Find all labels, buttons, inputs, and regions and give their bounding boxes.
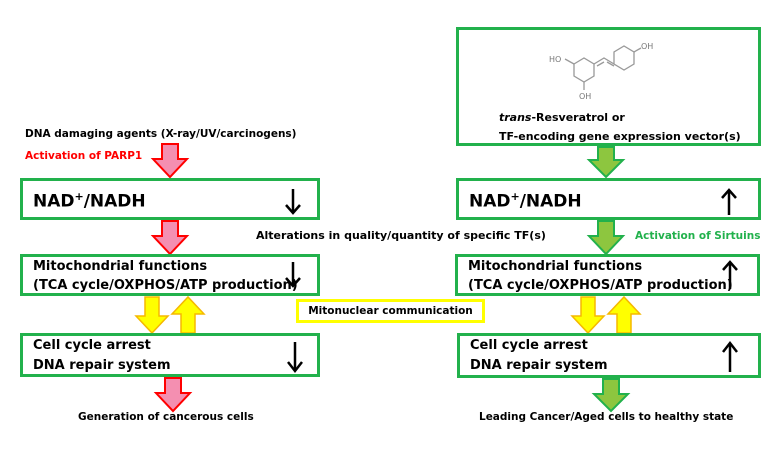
right-input-box: HO OH OH trans-Resveratrol or TF-encodin… <box>456 27 761 146</box>
up-arrow-icon <box>722 340 738 372</box>
green-down-arrow-3 <box>591 378 631 413</box>
green-down-arrow-2 <box>586 220 626 256</box>
up-arrow-icon <box>721 188 737 215</box>
nad-rest: /NADH <box>83 191 146 212</box>
nad-main: NAD <box>469 191 511 212</box>
nad-rest: /NADH <box>519 191 582 212</box>
right-cell-box: Cell cycle arrest DNA repair system <box>457 333 761 378</box>
left-outcome-label: Generation of cancerous cells <box>78 411 254 423</box>
mitonuclear-box: Mitonuclear communication <box>296 299 485 323</box>
red-down-arrow-3 <box>153 377 193 413</box>
nad-sup: + <box>74 190 84 203</box>
tf-alterations-label: Alterations in quality/quantity of speci… <box>256 229 546 242</box>
resveratrol-structure-icon: HO OH OH <box>549 42 653 101</box>
left-nad-text: NAD+/NADH <box>33 190 146 212</box>
activation-sirtuins-label: Activation of Sirtuins <box>635 230 761 242</box>
left-cell-line2: DNA repair system <box>33 358 171 373</box>
down-arrow-icon <box>287 342 303 374</box>
left-mito-line1: Mitochondrial functions <box>33 259 208 274</box>
trans-italic: trans <box>499 111 532 124</box>
right-mito-line1: Mitochondrial functions <box>468 259 643 274</box>
oh-bottom-label: OH <box>579 92 591 101</box>
tf-vector-label: TF-encoding gene expression vector(s) <box>499 130 741 143</box>
right-cell-line1: Cell cycle arrest <box>470 338 588 353</box>
right-mito-line2: (TCA cycle/OXPHOS/ATP production) <box>468 278 733 293</box>
left-mito-box: Mitochondrial functions (TCA cycle/OXPHO… <box>20 254 320 296</box>
left-cell-box: Cell cycle arrest DNA repair system <box>20 333 320 377</box>
left-nad-box: NAD+/NADH <box>20 178 320 220</box>
oh-top-label: OH <box>641 42 653 51</box>
down-arrow-icon <box>285 262 301 288</box>
left-mito-line2: (TCA cycle/OXPHOS/ATP production) <box>33 278 298 293</box>
right-cell-line2: DNA repair system <box>470 358 608 373</box>
resveratrol-label: trans-Resveratrol or <box>499 111 625 124</box>
nad-main: NAD <box>33 191 75 212</box>
red-down-arrow-1 <box>150 143 190 179</box>
right-nad-text: NAD+/NADH <box>469 190 582 212</box>
right-outcome-label: Leading Cancer/Aged cells to healthy sta… <box>479 411 734 423</box>
down-arrow-icon <box>285 189 301 215</box>
mitonuclear-label: Mitonuclear communication <box>308 305 473 317</box>
resveratrol-rest: -Resveratrol or <box>531 111 625 124</box>
left-cell-line1: Cell cycle arrest <box>33 338 151 353</box>
nad-sup: + <box>510 190 520 203</box>
yellow-bidirectional-arrows-right <box>570 295 642 335</box>
dna-damaging-agents-label: DNA damaging agents (X-ray/UV/carcinogen… <box>25 128 297 140</box>
green-down-arrow-1 <box>586 146 626 179</box>
activation-parp1-label: Activation of PARP1 <box>25 150 143 162</box>
ho-left-label: HO <box>549 55 561 64</box>
right-nad-box: NAD+/NADH <box>456 178 761 220</box>
up-arrow-icon <box>722 260 738 289</box>
red-down-arrow-2 <box>150 220 190 256</box>
yellow-bidirectional-arrows-left <box>134 295 206 335</box>
right-mito-box: Mitochondrial functions (TCA cycle/OXPHO… <box>455 254 760 296</box>
